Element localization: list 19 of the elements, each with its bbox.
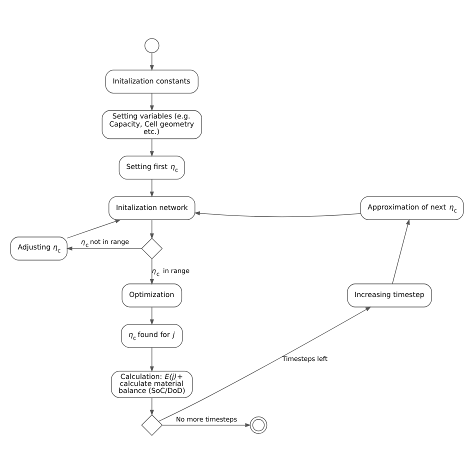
arrow — [150, 138, 154, 157]
node-circle — [144, 38, 160, 54]
arrow — [66, 246, 142, 251]
arrow — [194, 211, 361, 218]
arrow — [66, 219, 122, 238]
arrow — [150, 92, 154, 112]
arrow — [392, 218, 410, 284]
arrow — [150, 347, 154, 372]
arrow — [150, 179, 154, 198]
arrow — [162, 423, 251, 428]
node-diamond — [141, 238, 163, 260]
arrow — [150, 306, 154, 326]
node-diamond — [141, 414, 163, 436]
arrow — [150, 258, 154, 285]
arrow — [150, 220, 154, 240]
node-doublecircle — [250, 416, 268, 434]
arrow — [158, 306, 372, 422]
arrow — [150, 397, 154, 416]
arrow — [150, 52, 154, 71]
